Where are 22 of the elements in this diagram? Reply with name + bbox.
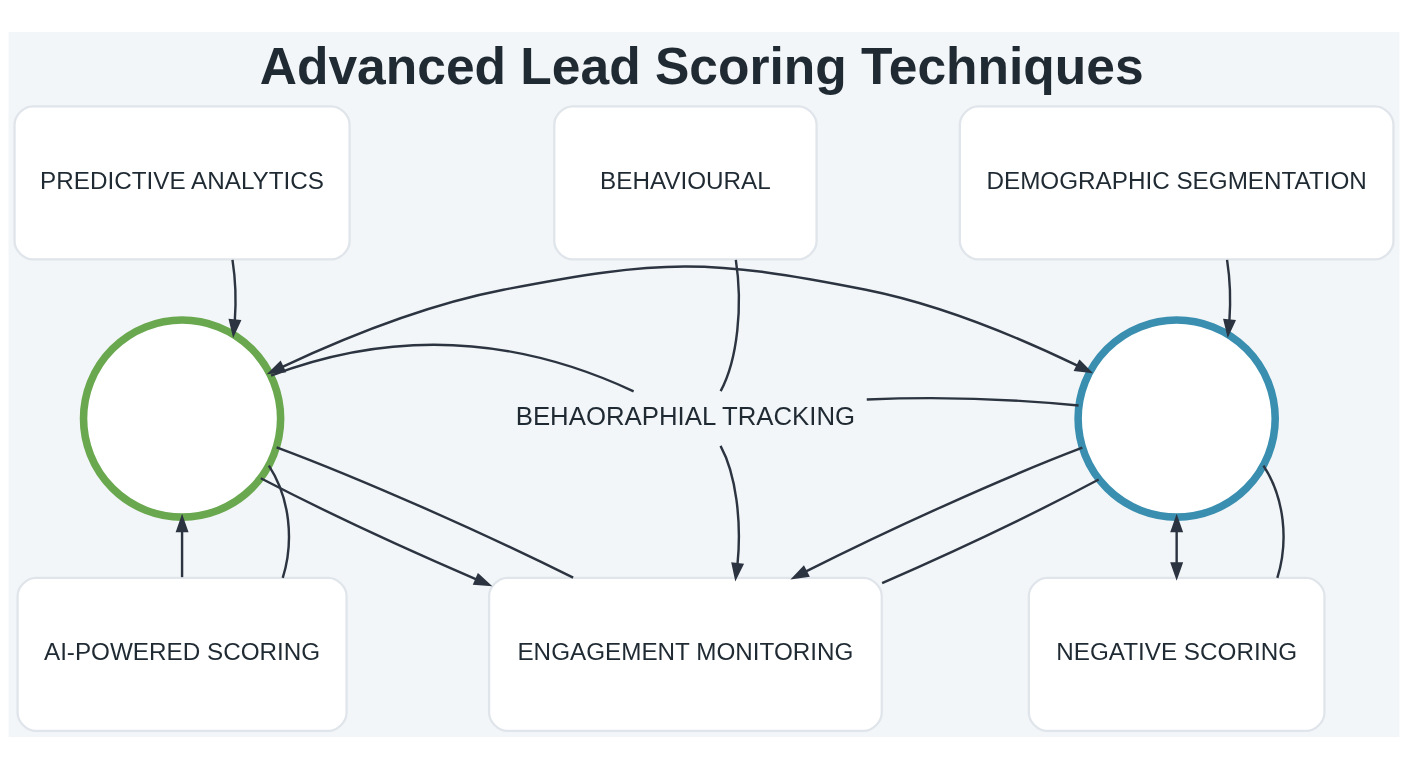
connector <box>270 343 635 392</box>
node-text: BEHAORAPHIAL TRACKING <box>515 401 856 430</box>
node-box: BEHAVIOURAL <box>553 104 818 261</box>
node-box: PREDICTIVE ANALYTICS <box>13 104 351 261</box>
arrow <box>175 513 189 577</box>
arrow <box>719 444 745 581</box>
diagram-title: Advanced Lead Scoring Techniques <box>259 36 1144 95</box>
arrow <box>790 446 1083 579</box>
connector <box>719 259 741 392</box>
connector <box>267 464 291 578</box>
arrow <box>228 259 242 338</box>
arrow <box>260 476 493 586</box>
arrow <box>1170 513 1184 581</box>
connector <box>866 396 1079 407</box>
node-box: ENGAGEMENT MONITORING <box>487 576 883 732</box>
connector <box>1262 464 1285 578</box>
node-box: AI-POWERED SCORING <box>16 576 348 732</box>
node-box: NEGATIVE SCORING <box>1027 576 1326 732</box>
arrow <box>1223 259 1236 338</box>
connector <box>881 477 1100 584</box>
node-box: DEMOGRAPHIC SEGMENTATION <box>958 104 1395 261</box>
connector <box>276 445 574 579</box>
